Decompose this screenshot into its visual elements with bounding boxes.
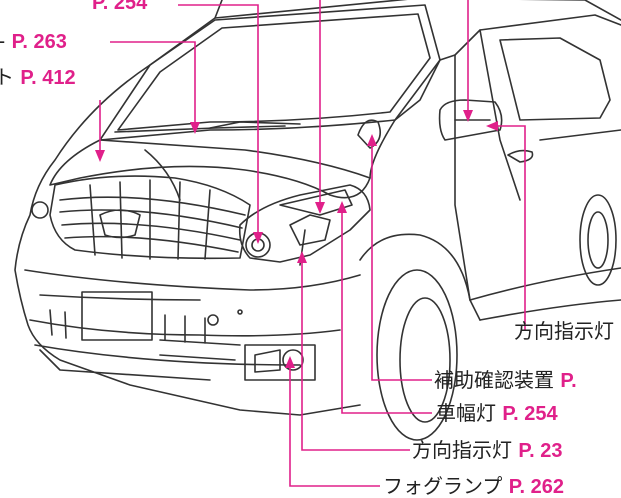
clearance-light-label: 車幅灯 P. 254 — [436, 402, 558, 425]
car-body-outline — [14, 0, 621, 441]
label-name: 方向指示灯 — [514, 319, 614, 343]
page-ref[interactable]: P. 23 — [518, 440, 563, 462]
leader-assist-mirror — [371, 138, 432, 381]
page-ref[interactable]: P. 263 — [11, 31, 67, 53]
leader-lines — [99, 0, 526, 487]
label-prefix: - — [0, 29, 5, 53]
label-name: 方向指示灯 — [412, 438, 512, 462]
assist-mirror-label: 補助確認装置 P. — [434, 369, 577, 392]
label-name: 車幅灯 — [436, 401, 496, 425]
headlight-label-top-left: P. 254 — [92, 0, 147, 14]
wiper-blade — [114, 125, 286, 133]
page-ref[interactable]: P. 254 — [502, 403, 558, 425]
mirror-turn-signal-label: 方向指示灯 — [514, 320, 614, 342]
leader-turn-signal — [301, 255, 410, 451]
leader-top-left-headlight — [178, 4, 259, 240]
leader-wiper — [110, 41, 196, 130]
leader-mirror-turn — [490, 125, 526, 330]
page-ref[interactable]: P. 412 — [20, 67, 76, 89]
page-ref[interactable]: P. — [560, 370, 577, 392]
front-emblem — [99, 209, 141, 239]
page-ref[interactable]: P. 254 — [92, 0, 148, 14]
fog-lamp-housing — [244, 344, 316, 381]
leader-fog — [289, 360, 380, 487]
license-plate — [81, 291, 153, 341]
leader-clearance — [341, 205, 432, 414]
windshield — [99, 4, 441, 141]
label-name: フォグランプ — [383, 474, 503, 498]
front-grille — [49, 175, 251, 260]
label-name: 補助確認装置 — [434, 368, 554, 392]
label-prefix: ト — [0, 65, 14, 89]
headlight-assembly — [238, 184, 371, 263]
turn-signal-label: 方向指示灯 P. 23 — [412, 439, 562, 462]
side-mirror — [438, 99, 503, 141]
page-ref[interactable]: P. 262 — [508, 476, 565, 498]
hood-label: ト P. 412 — [0, 66, 76, 89]
wiper-label: - P. 263 — [0, 30, 67, 53]
leader-arrowheads — [95, 110, 498, 368]
fog-lamp-label: フォグランプ P. 262 — [383, 475, 564, 498]
fog-lamp — [282, 349, 304, 371]
